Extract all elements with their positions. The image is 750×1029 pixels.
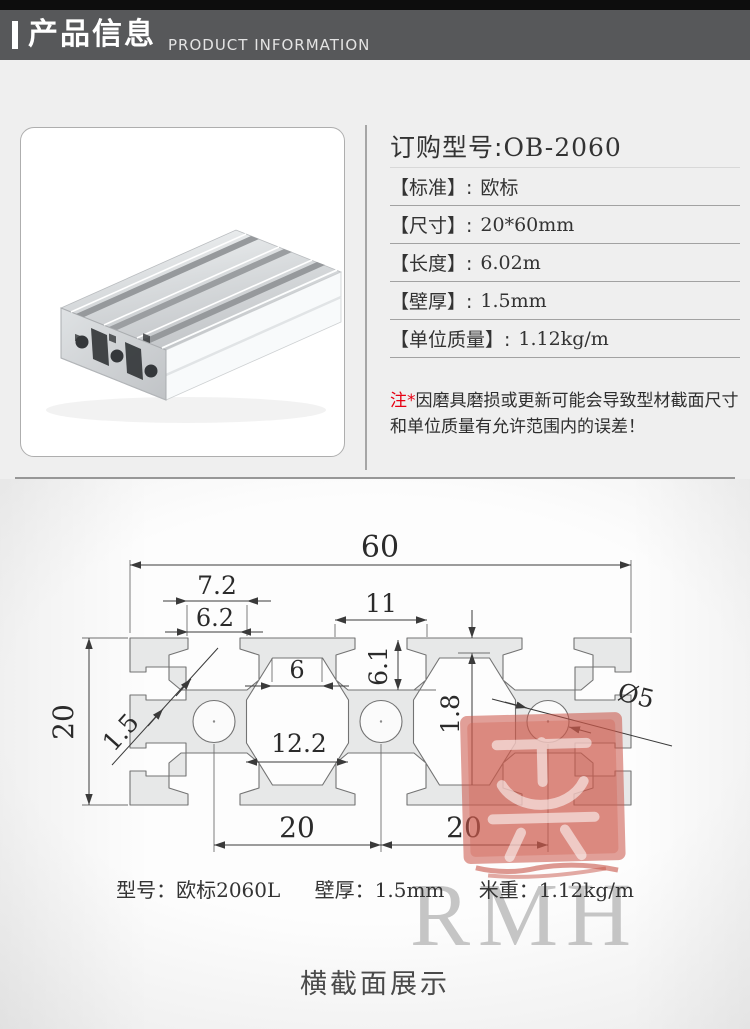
section-divider-line: [15, 477, 735, 479]
dim-slot-opening: 6.2: [165, 604, 263, 636]
footer-weight: 米重：1.12kg/m: [478, 878, 634, 902]
title-accent-bar: [12, 21, 18, 49]
section-caption: 横截面展示: [300, 969, 450, 1000]
spec-divider-line: [365, 125, 367, 470]
spec-label: 【单位质量】:: [390, 329, 511, 351]
svg-text:20: 20: [279, 811, 315, 844]
dim-cavity-width: 11: [334, 589, 428, 637]
spec-row-standard: 【标准】: 欧标: [390, 168, 740, 206]
dim-slot-depth: 6.1: [364, 640, 436, 691]
right-vignette: [630, 479, 750, 1029]
spec-panel: 订购型号:OB-2060 【标准】: 欧标 【尺寸】: 20*60mm 【长度】…: [390, 122, 740, 441]
dim-chamber-width: 12.2: [246, 729, 348, 766]
order-model-value: OB-2060: [503, 133, 622, 162]
dim-chamber-waist: 6: [245, 656, 349, 690]
drawing-footer-specs: 型号：欧标2060L 壁厚：1.5mm 米重：1.12kg/m: [0, 874, 750, 903]
dim-hole-dia: Ø5: [491, 677, 673, 747]
note-asterisk: 注*: [390, 391, 416, 411]
spec-value: 1.12kg/m: [518, 327, 609, 350]
dim-height-total: 20: [47, 637, 128, 806]
cross-section-drawing: 60 7.2 6.2: [47, 530, 673, 852]
top-slot-grooves: [70, 233, 338, 349]
svg-text:11: 11: [365, 589, 397, 618]
header-bar: 产品信息 PRODUCT INFORMATION: [0, 10, 750, 60]
top-black-strip: [0, 0, 750, 10]
dim-width-total: 60: [129, 530, 632, 633]
svg-text:6: 6: [289, 656, 304, 684]
order-model-label: 订购型号:: [390, 133, 504, 162]
brand-watermark: RMH: [410, 866, 640, 965]
seal-stamp: [460, 712, 626, 879]
spec-value: 1.5mm: [480, 289, 547, 312]
svg-text:12.2: 12.2: [271, 729, 327, 758]
svg-text:1.8: 1.8: [436, 694, 465, 734]
spec-value: 欧标: [480, 177, 519, 199]
svg-text:7.2: 7.2: [197, 571, 237, 600]
spec-row-length: 【长度】: 6.02m: [390, 244, 740, 282]
product-photo: [46, 229, 343, 423]
spec-row-wall: 【壁厚】: 1.5mm: [390, 282, 740, 320]
left-vignette: [0, 479, 150, 1029]
footer-wall: 壁厚：1.5mm: [314, 878, 445, 902]
svg-text:20: 20: [47, 704, 80, 740]
seal-glyph: [487, 737, 600, 862]
order-model-title: 订购型号:OB-2060: [390, 122, 740, 168]
spec-label: 【尺寸】:: [390, 215, 473, 237]
page-title: 产品信息: [28, 17, 156, 52]
spec-label: 【壁厚】:: [390, 291, 473, 313]
end-face-cavities: [75, 328, 158, 380]
footer-model: 型号：欧标2060L: [116, 878, 281, 902]
spec-label: 【标准】:: [390, 177, 473, 199]
spec-value: 6.02m: [480, 251, 541, 274]
page-subtitle: PRODUCT INFORMATION: [168, 36, 371, 54]
cross-section-panel: 60 7.2 6.2: [0, 479, 750, 1029]
product-photo-frame: [20, 127, 345, 457]
svg-text:60: 60: [361, 530, 399, 565]
photo-shadow: [46, 397, 326, 423]
spec-row-unit-weight: 【单位质量】: 1.12kg/m: [390, 320, 740, 358]
svg-text:6.1: 6.1: [364, 646, 393, 686]
dim-lip-thickness: 1.8: [436, 610, 490, 785]
spec-row-size: 【尺寸】: 20*60mm: [390, 206, 740, 244]
spec-value: 20*60mm: [480, 213, 575, 236]
dim-tooth-outer: 7.2: [163, 571, 271, 636]
svg-text:6.2: 6.2: [196, 604, 234, 632]
tolerance-note: 注*因磨具磨损或更新可能会导致型材截面尺寸和单位质量有允许范围内的误差！: [390, 388, 740, 441]
note-text: 因磨具磨损或更新可能会导致型材截面尺寸和单位质量有允许范围内的误差！: [390, 391, 739, 438]
spec-label: 【长度】:: [390, 253, 473, 275]
